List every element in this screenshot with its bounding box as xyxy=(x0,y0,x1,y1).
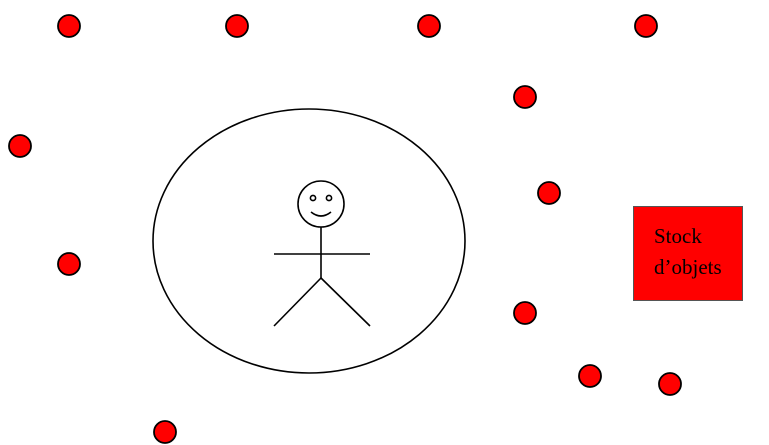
object-dot xyxy=(579,365,601,387)
object-dot xyxy=(538,182,560,204)
object-dot xyxy=(58,253,80,275)
perception-zone-ellipse xyxy=(153,109,465,373)
figure-smile xyxy=(311,212,331,216)
object-dot xyxy=(418,15,440,37)
object-dot xyxy=(514,86,536,108)
object-dot xyxy=(635,15,657,37)
object-dot xyxy=(9,135,31,157)
object-dot xyxy=(154,421,176,443)
object-dot xyxy=(58,15,80,37)
objects-layer xyxy=(9,15,681,443)
stock-box: Stock d’objets xyxy=(633,206,743,301)
stock-label-line1: Stock xyxy=(654,221,736,252)
figure-head xyxy=(298,181,344,227)
object-dot xyxy=(514,302,536,324)
figure-leg-right xyxy=(321,278,370,326)
stock-label-line2: d’objets xyxy=(654,252,736,283)
figure-leg-left xyxy=(274,278,321,326)
object-dot xyxy=(226,15,248,37)
stick-figure xyxy=(274,181,370,326)
figure-eye-right xyxy=(326,195,331,200)
object-dot xyxy=(659,373,681,395)
figure-eye-left xyxy=(310,195,315,200)
